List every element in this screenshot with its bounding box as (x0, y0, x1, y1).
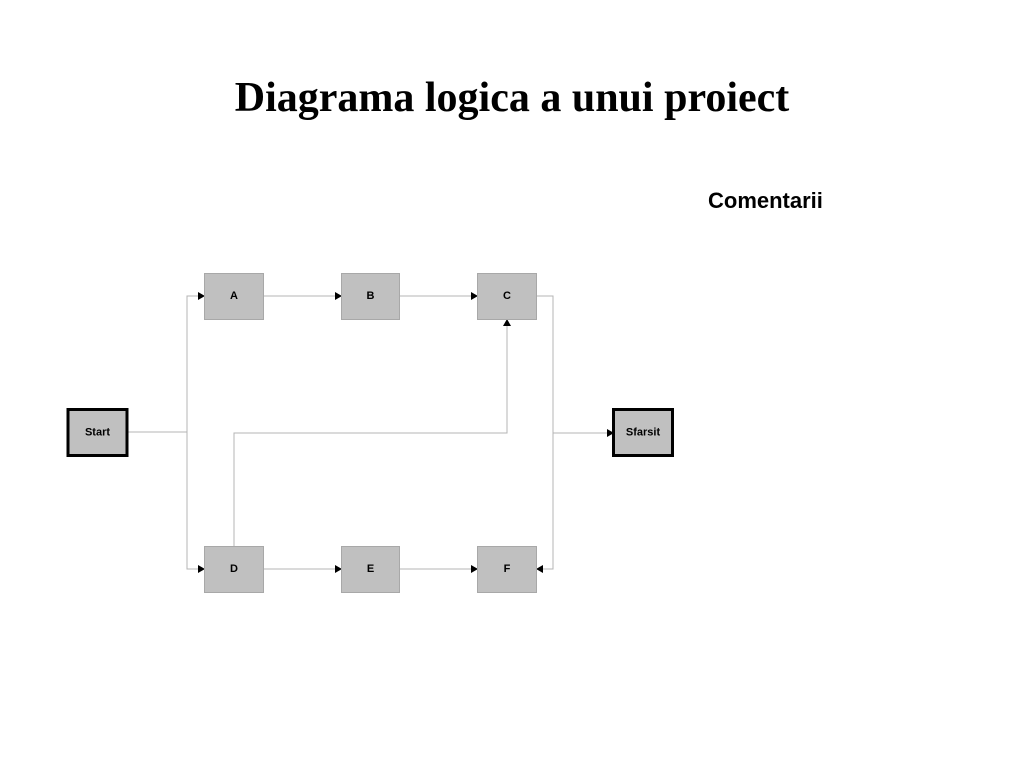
node-b: B (341, 273, 400, 320)
node-c-label: C (503, 290, 511, 302)
node-d: D (204, 546, 264, 593)
node-sfarsit: Sfarsit (612, 408, 674, 457)
edge-d-c (233, 325, 508, 546)
node-e: E (341, 546, 400, 593)
arrowhead-e (335, 565, 342, 573)
arrowhead-d (198, 565, 205, 573)
node-b-label: B (367, 290, 375, 302)
connectors (128, 295, 607, 570)
node-f: F (477, 546, 537, 593)
edge-start-a (186, 295, 198, 432)
node-a-label: A (230, 290, 238, 302)
edge-c-f (537, 295, 554, 570)
arrowhead-b (335, 292, 342, 300)
node-d-label: D (230, 563, 238, 575)
node-start: Start (66, 408, 129, 457)
arrowheads (198, 292, 614, 573)
node-sfarsit-label: Sfarsit (626, 427, 661, 439)
arrowhead-c (471, 292, 478, 300)
node-f-label: F (504, 563, 511, 575)
comments-label: Comentarii (708, 188, 823, 213)
node-start-label: Start (85, 427, 110, 439)
page-title: Diagrama logica a unui proiect (234, 75, 790, 121)
arrowhead-a (198, 292, 205, 300)
arrowhead-f-from-e (471, 565, 478, 573)
arrowhead-sfarsit (607, 429, 614, 437)
edge-start-d (186, 432, 198, 570)
node-e-label: E (367, 563, 374, 575)
node-c: C (477, 273, 537, 320)
arrowhead-f-from-c (536, 565, 543, 573)
node-a: A (204, 273, 264, 320)
arrowhead-c-from-d (503, 319, 511, 326)
